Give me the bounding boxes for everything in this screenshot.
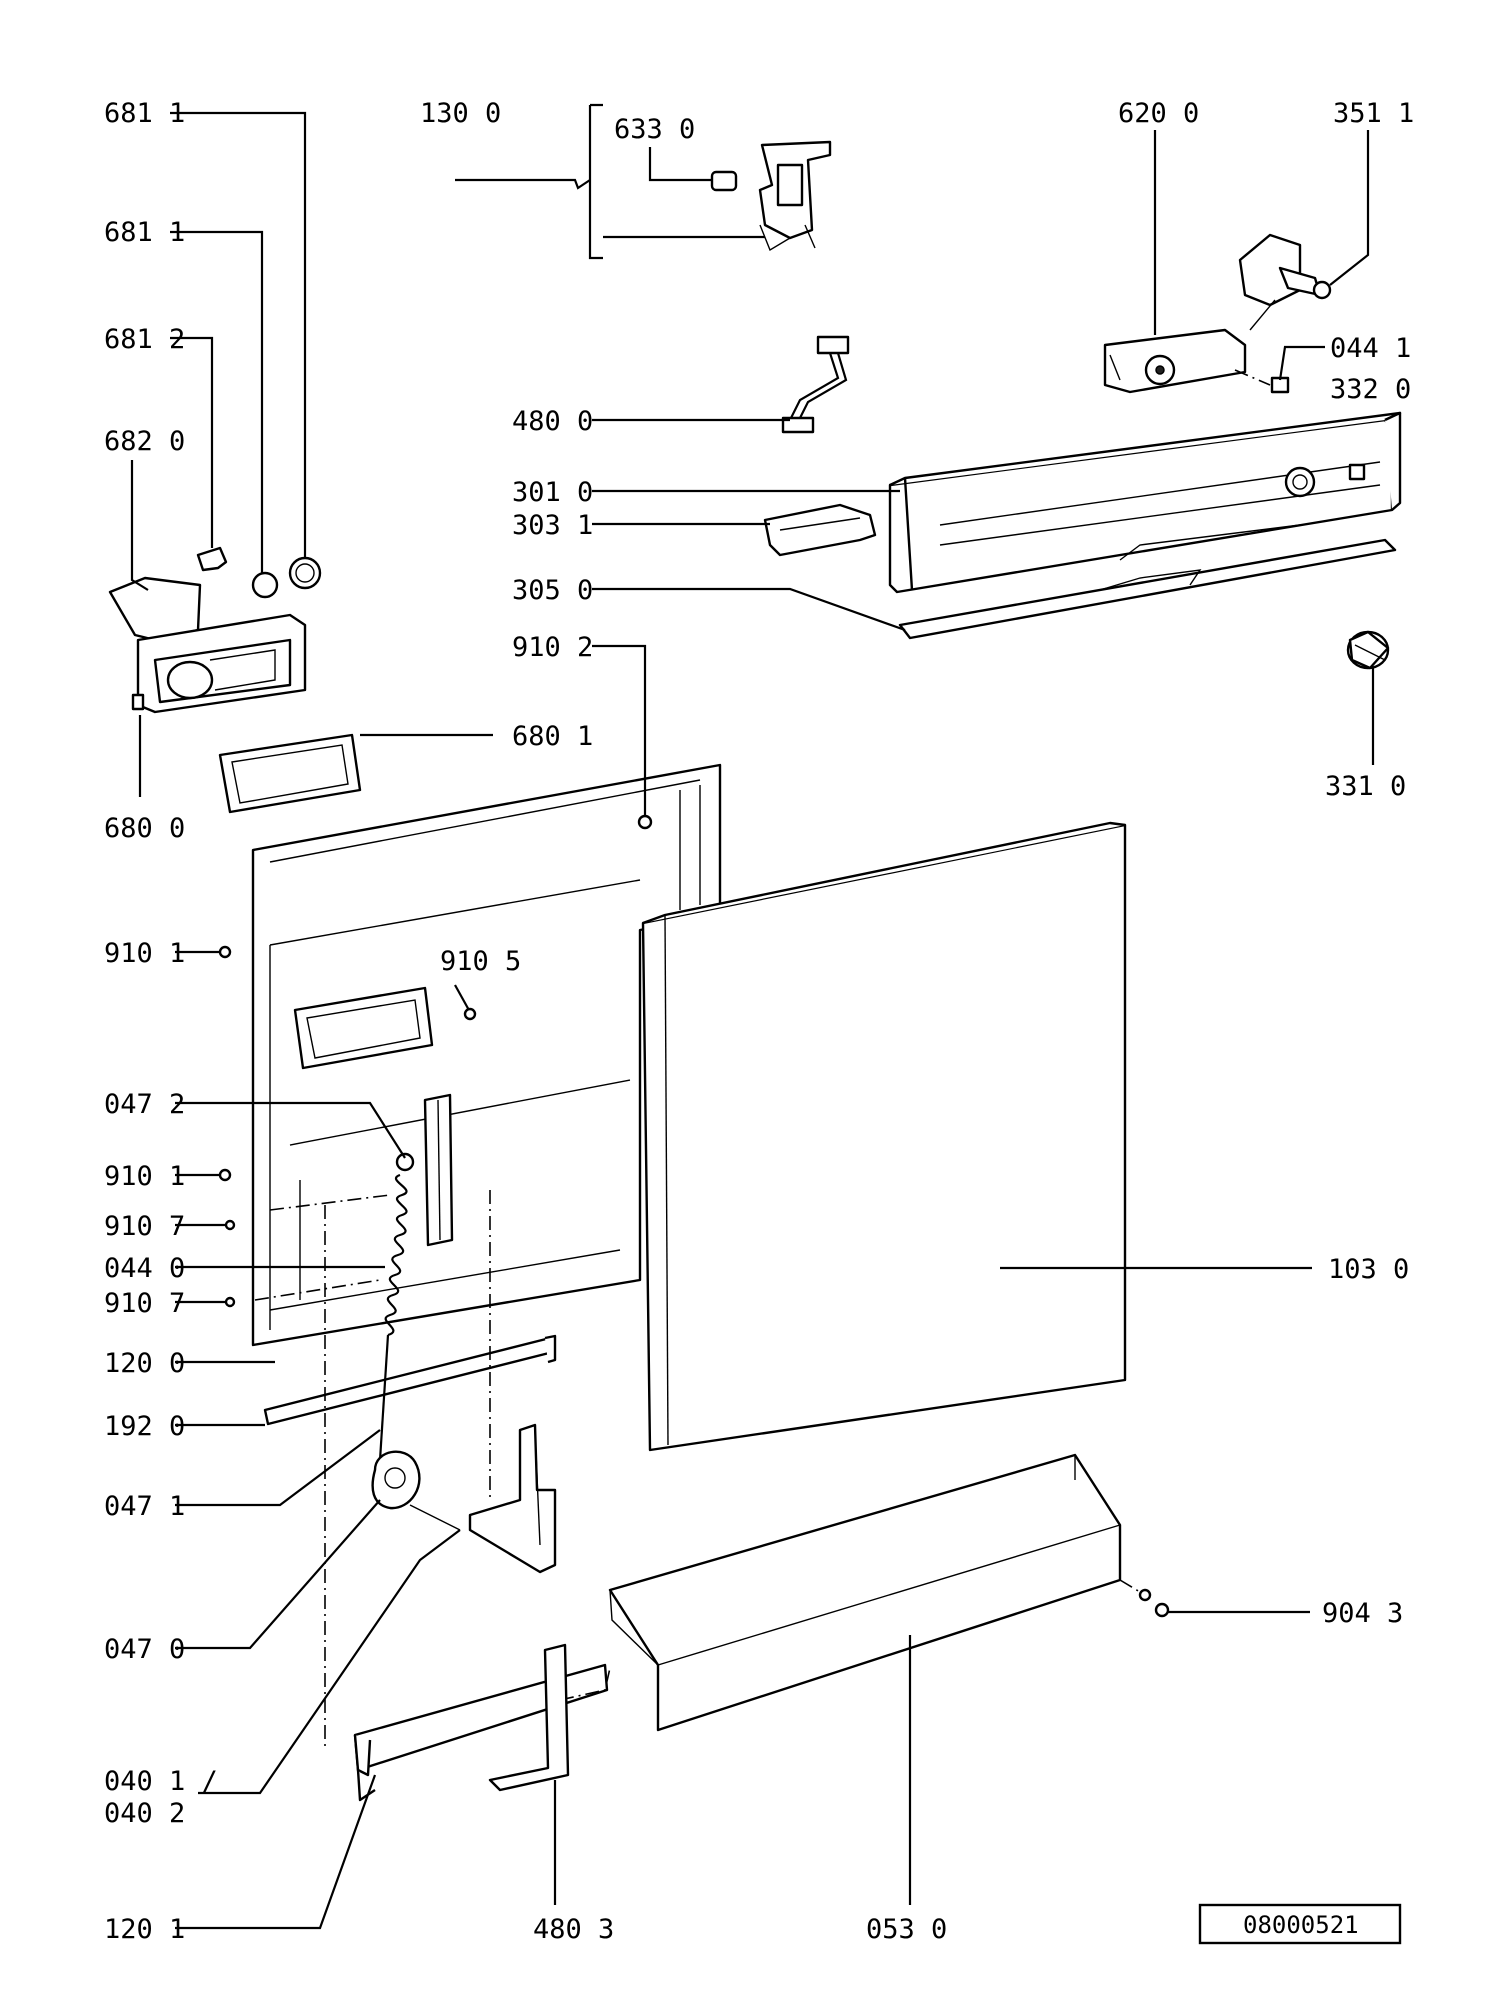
label-103-0: 103 0 (1328, 1254, 1409, 1285)
spring-drawing (378, 1152, 415, 1461)
bracket-drawing (763, 503, 877, 557)
label-047-1: 047 1 (104, 1491, 185, 1522)
cable-drawing (781, 335, 850, 434)
dispenser-drawing (108, 576, 307, 714)
reference-code: 08000521 (1243, 1911, 1359, 1939)
label-620-0: 620 0 (1118, 98, 1199, 129)
label-047-0: 047 0 (104, 1634, 185, 1665)
label-192-0: 192 0 (104, 1411, 185, 1442)
label-904-3: 904 3 (1322, 1598, 1403, 1629)
label-910-7-second: 910 7 (104, 1288, 185, 1319)
reference-code-box: 08000521 (1198, 1903, 1402, 1945)
label-053-0: 053 0 (866, 1914, 947, 1945)
hinge-assembly-drawing (710, 140, 832, 252)
label-130-0: 130 0 (420, 98, 501, 129)
label-681-1-top: 681 1 (104, 98, 185, 129)
part-labels: 681 1 681 1 681 2 682 0 680 0 680 1 130 … (104, 98, 1414, 1945)
rod-drawing (263, 1334, 557, 1426)
label-910-5: 910 5 (440, 946, 521, 977)
gasket-drawing (218, 733, 362, 814)
label-047-2: 047 2 (104, 1089, 185, 1120)
label-682-0: 682 0 (104, 426, 185, 457)
label-301-0: 301 0 (512, 477, 593, 508)
label-910-1-second: 910 1 (104, 1161, 185, 1192)
inner-door-drawing (251, 763, 722, 1347)
hinge-bracket-drawing (468, 1423, 557, 1574)
label-480-3: 480 3 (533, 1914, 614, 1945)
label-910-2: 910 2 (512, 632, 593, 663)
label-120-0: 120 0 (104, 1348, 185, 1379)
bracket-480-3-drawing (488, 1643, 570, 1792)
label-351-1: 351 1 (1333, 98, 1414, 129)
label-040-1: 040 1 / (104, 1766, 218, 1797)
label-044-1: 044 1 (1330, 333, 1411, 364)
label-680-0: 680 0 (104, 813, 185, 844)
label-480-0: 480 0 (512, 406, 593, 437)
outer-door-drawing (641, 821, 1127, 1452)
plinth-drawing (608, 1453, 1122, 1732)
screws-904-drawing (1119, 1579, 1170, 1618)
label-910-1-top: 910 1 (104, 938, 185, 969)
knob-331-drawing (1346, 630, 1390, 670)
knob-351-drawing (1238, 233, 1332, 331)
control-panel-drawing (888, 411, 1402, 594)
pulley-drawing (371, 1450, 461, 1531)
rail-drawing (898, 538, 1397, 640)
label-910-7-first: 910 7 (104, 1211, 185, 1242)
label-120-1: 120 1 (104, 1914, 185, 1945)
small-parts-681-drawing (196, 546, 322, 599)
label-680-1: 680 1 (512, 721, 593, 752)
label-331-0: 331 0 (1325, 771, 1406, 802)
label-681-1-second: 681 1 (104, 217, 185, 248)
leader-lines (130, 103, 1375, 1930)
label-305-0: 305 0 (512, 575, 593, 606)
toe-kick-drawing (353, 1663, 611, 1802)
label-681-2: 681 2 (104, 324, 185, 355)
label-633-0: 633 0 (614, 114, 695, 145)
label-040-2: 040 2 (104, 1798, 185, 1829)
programmer-drawing (1103, 328, 1247, 394)
label-303-1: 303 1 (512, 510, 593, 541)
label-044-0: 044 0 (104, 1253, 185, 1284)
label-332-0: 332 0 (1330, 374, 1411, 405)
